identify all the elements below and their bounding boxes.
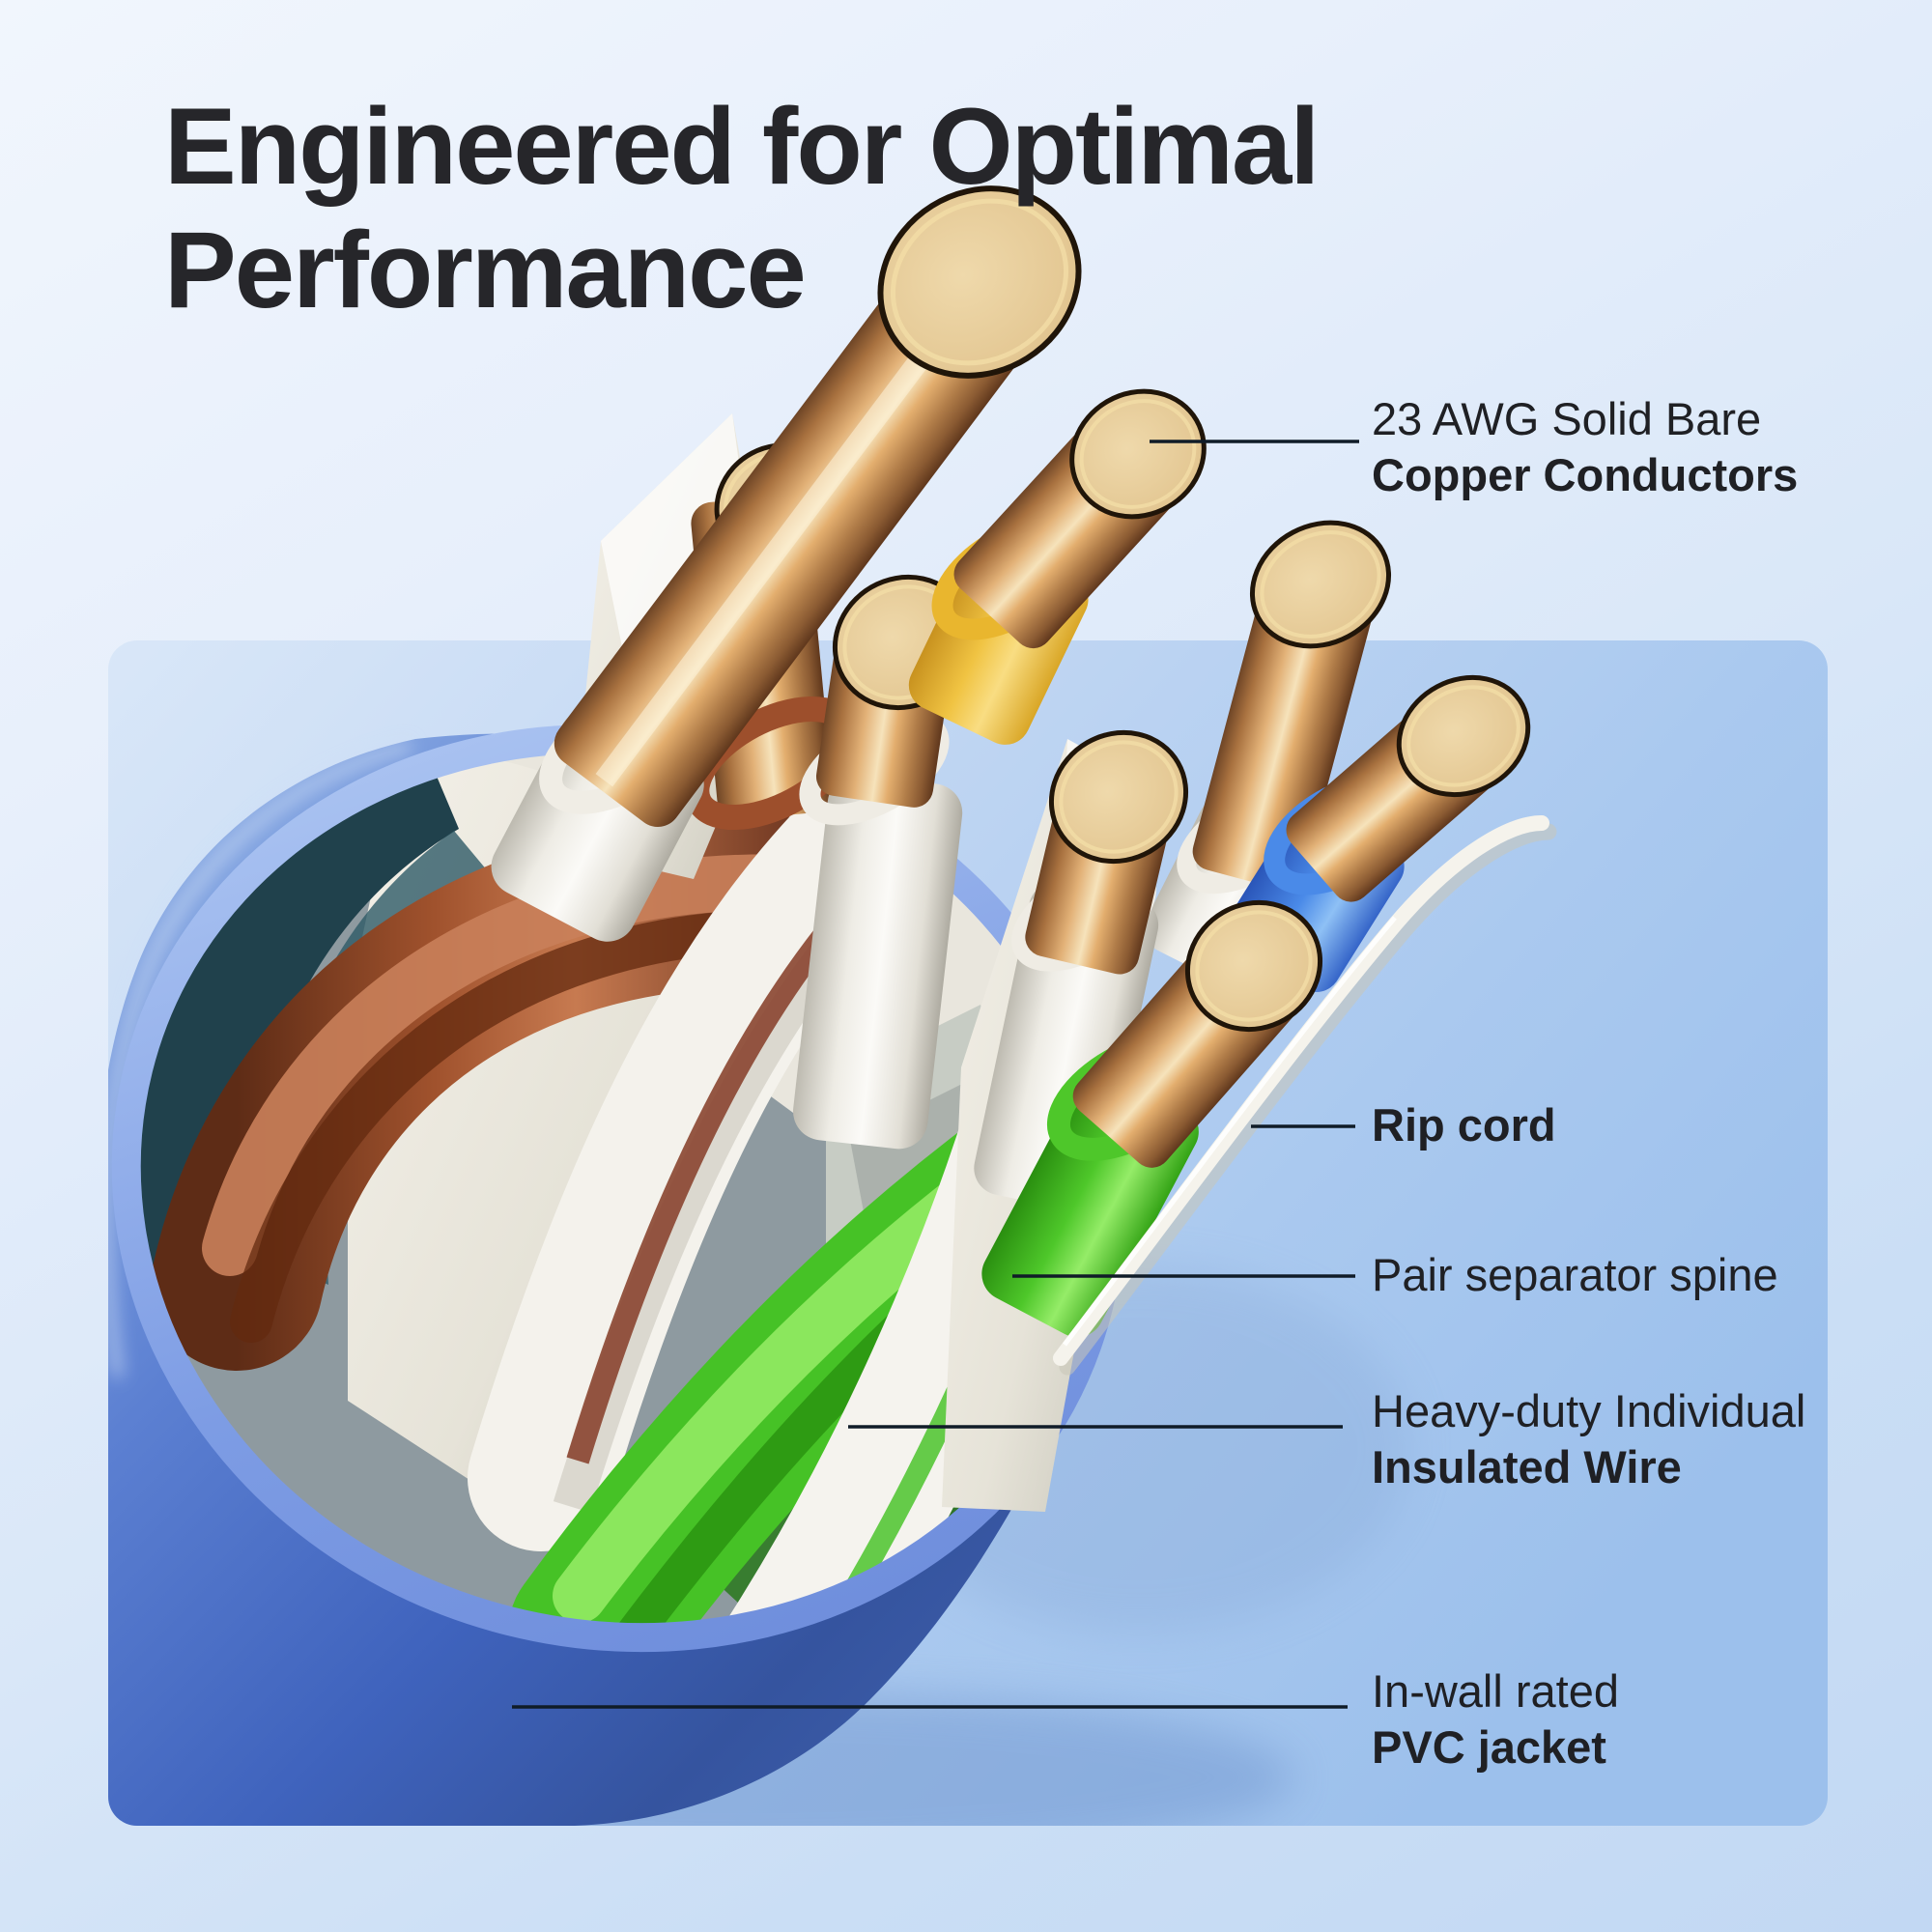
- wire-orange: [908, 388, 1207, 745]
- callout-pair-separator: Pair separator spine: [1372, 1247, 1778, 1303]
- jacket-edge-highlight: [108, 741, 412, 1378]
- copper-conductor-tip: [1048, 729, 1189, 865]
- page-title-line1: Engineered for Optimal: [164, 86, 1320, 207]
- copper-conductor-tip-large: [877, 185, 1082, 379]
- copper-conductor-tip-labeled: [1069, 388, 1207, 520]
- callout-rip-cord: Rip cord: [1372, 1097, 1556, 1153]
- callout-text-bold: PVC jacket: [1372, 1721, 1606, 1773]
- callout-text-bold: Copper Conductors: [1372, 449, 1799, 500]
- page-title: Engineered for Optimal Performance: [164, 85, 1320, 332]
- copper-conductor-tip: [1249, 520, 1392, 649]
- copper-conductor-tip: [1396, 674, 1531, 798]
- callout-text: Heavy-duty Individual: [1372, 1385, 1806, 1436]
- callout-pvc-jacket: In-wall rated PVC jacket: [1372, 1663, 1619, 1776]
- callout-text: 23 AWG Solid Bare: [1372, 393, 1762, 444]
- page-title-line2: Performance: [164, 210, 807, 330]
- callout-text-bold: Rip cord: [1372, 1099, 1556, 1151]
- rip-cord-strand: [1053, 815, 1557, 1376]
- callout-text: Pair separator spine: [1372, 1249, 1778, 1300]
- callout-copper-conductors: 23 AWG Solid Bare Copper Conductors: [1372, 391, 1798, 503]
- callout-text: In-wall rated: [1372, 1665, 1619, 1717]
- callout-insulated-wire: Heavy-duty Individual Insulated Wire: [1372, 1383, 1805, 1495]
- wire-green: [981, 899, 1323, 1338]
- copper-conductor-tip: [1184, 899, 1323, 1033]
- wire-white-brown-pair: [491, 185, 1082, 942]
- callout-text-bold: Insulated Wire: [1372, 1441, 1682, 1492]
- leader-lines: [512, 440, 1359, 1709]
